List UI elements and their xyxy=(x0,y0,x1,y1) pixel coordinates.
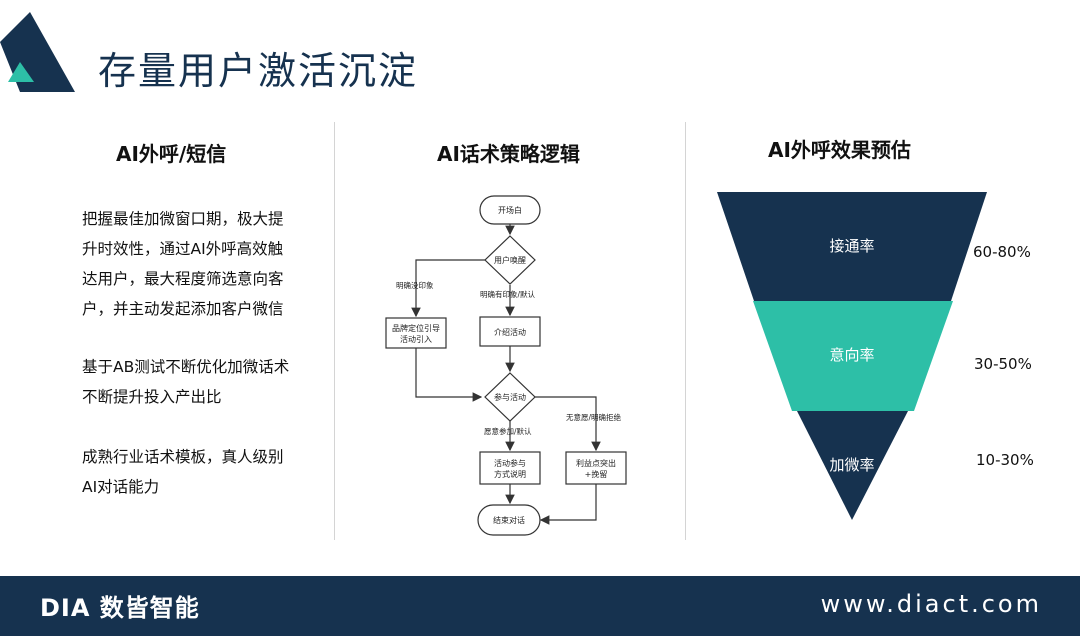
footer-brand: DIA 数皆智能 xyxy=(40,594,200,622)
funnel-tier-addwechat xyxy=(797,411,908,520)
funnel-label-intent: 意向率 xyxy=(829,346,874,364)
flow-start-node xyxy=(479,195,541,225)
strategy-flowchart: 开场白 用户唤醒 品牌定位引导 活动引入 介绍活动 参与活动 活动参与 方式说明… xyxy=(385,195,627,536)
funnel-value-connect: 60-80% xyxy=(973,243,1031,261)
funnel-tier-intent xyxy=(753,301,953,411)
flow-activity-label-2: 方式说明 xyxy=(494,469,526,479)
flow-intro-box xyxy=(479,316,541,347)
funnel-label-connect: 接通率 xyxy=(829,237,874,255)
flow-edge-left-label: 明确没印象 xyxy=(396,280,434,290)
column-divider-left xyxy=(334,122,335,540)
flow-decision-wakeup xyxy=(484,235,536,285)
middle-column-title: AI话术策略逻辑 xyxy=(437,142,580,166)
left-paragraph-2: 基于AB测试不断优化加微话术 不断提升投入产出比 xyxy=(82,358,290,406)
flow-retain-label-2: +挽留 xyxy=(585,469,608,479)
flow-activity-label-1: 活动参与 xyxy=(494,458,526,468)
flow-retain-box xyxy=(565,451,627,485)
flow-brand-box xyxy=(385,317,447,349)
flow-edge-no-label: 无意愿/明确拒绝 xyxy=(566,412,622,422)
footer-bar: DIA 数皆智能 www.diact.com xyxy=(0,576,1080,636)
left-paragraph-3: 成熟行业话术模板，真人级别 AI对话能力 xyxy=(82,448,284,496)
flow-brand-label-2: 活动引入 xyxy=(400,334,432,344)
flow-edge-down-label: 明确有印象/默认 xyxy=(480,289,536,299)
flow-end-node xyxy=(477,504,541,536)
left-column-title: AI外呼/短信 xyxy=(116,142,227,166)
flow-activity-box xyxy=(479,451,541,485)
funnel-label-addwechat: 加微率 xyxy=(829,456,874,474)
left-paragraph-1: 把握最佳加微窗口期，极大提 升时效性，通过AI外呼高效触 达用户，最大程度筛选意… xyxy=(82,210,284,318)
flow-start-label: 开场白 xyxy=(498,205,522,215)
flow-brand-label-1: 品牌定位引导 xyxy=(392,323,440,333)
flow-decision2-label: 参与活动 xyxy=(494,392,526,402)
flow-decision-participate xyxy=(484,372,536,422)
right-column-title: AI外呼效果预估 xyxy=(768,138,911,162)
funnel-value-intent: 30-50% xyxy=(974,355,1032,373)
page-title: 存量用户激活沉淀 xyxy=(98,49,419,93)
column-divider-right xyxy=(685,122,686,540)
funnel-tier-connect xyxy=(717,192,987,301)
flow-decision1-label: 用户唤醒 xyxy=(494,255,526,265)
flow-end-label: 结束对话 xyxy=(493,515,525,525)
flow-edge-yes-label: 愿意参加/默认 xyxy=(484,426,532,436)
footer-website: www.diact.com xyxy=(820,590,1042,618)
flow-intro-label: 介绍活动 xyxy=(494,327,526,337)
funnel-value-addwechat: 10-30% xyxy=(976,451,1034,469)
flow-retain-label-1: 利益点突出 xyxy=(576,458,616,468)
effect-funnel: 接通率 意向率 加微率 60-80% 30-50% 10-30% xyxy=(717,192,1034,520)
logo-icon xyxy=(0,12,75,92)
